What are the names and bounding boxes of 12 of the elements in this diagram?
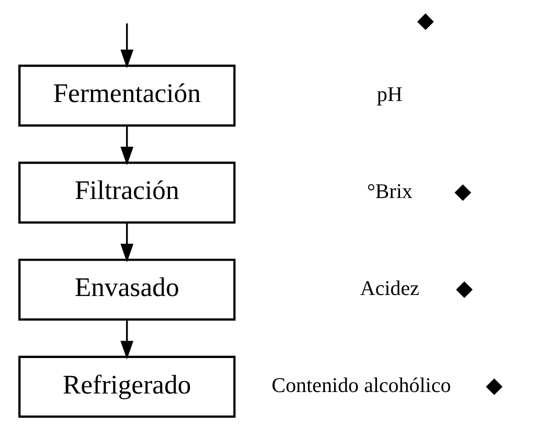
arrow — [120, 22, 133, 68]
node-box: Envasado — [18, 258, 236, 320]
label: Acidez — [360, 276, 419, 300]
label: °Brix — [366, 178, 412, 203]
label: pH — [376, 82, 402, 106]
arrow — [120, 125, 133, 165]
node-box: Refrigerado — [18, 355, 236, 418]
arrow — [120, 319, 133, 359]
node-box: Fermentación — [18, 64, 236, 126]
arrow — [120, 222, 133, 262]
node-box: Filtración — [18, 161, 236, 224]
label: Contenido alcohólico — [271, 372, 450, 397]
